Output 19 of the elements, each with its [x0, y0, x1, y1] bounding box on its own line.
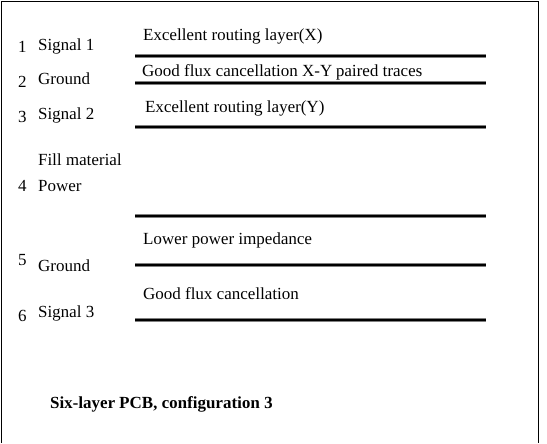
layer-name: Signal 3: [38, 302, 94, 322]
layer-number: 4: [18, 176, 26, 196]
layer-number: 6: [18, 306, 26, 326]
layer-number: 2: [18, 72, 26, 92]
layer-description: Good flux cancellation X-Y paired traces: [142, 61, 422, 81]
figure-caption: Six-layer PCB, configuration 3: [50, 393, 273, 413]
layer-number: 1: [18, 37, 26, 57]
layer-name: Ground: [38, 256, 90, 276]
layer-number: 5: [18, 250, 26, 270]
layer-description: Lower power impedance: [143, 229, 312, 249]
layer-name: Signal 2: [38, 104, 94, 124]
layer-note: Fill material: [38, 150, 122, 170]
layer-description: Excellent routing layer(X): [143, 25, 322, 45]
layer-number: 3: [18, 107, 26, 127]
layer-name: Signal 1: [38, 35, 94, 55]
layer-name: Ground: [38, 69, 90, 89]
layer-description: Excellent routing layer(Y): [145, 97, 324, 117]
layer-name: Power: [38, 176, 82, 196]
layer-description: Good flux cancellation: [143, 284, 299, 304]
